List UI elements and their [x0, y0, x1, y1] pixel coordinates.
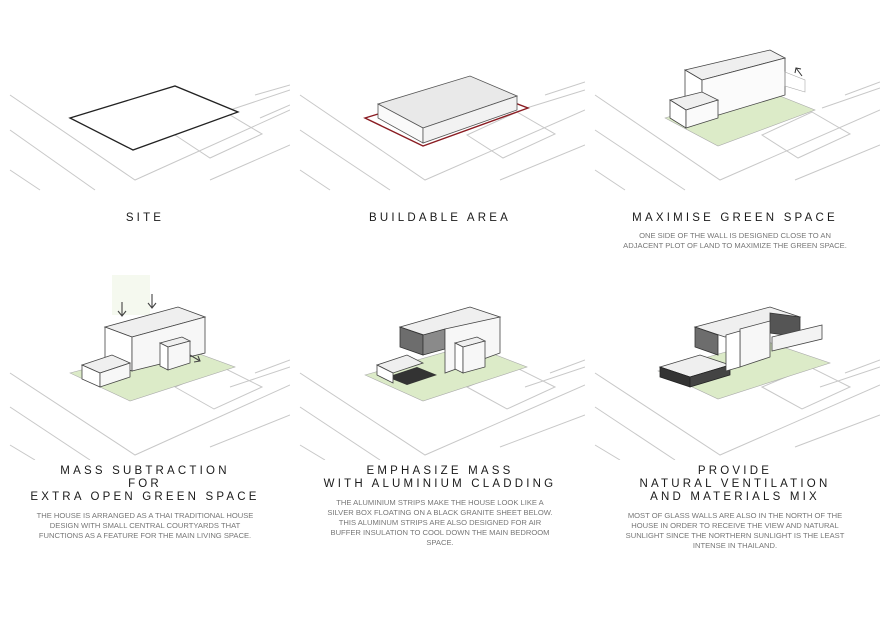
panel-natural-ventilation: PROVIDE NATURAL VENTILATION AND MATERIAL…	[590, 275, 880, 565]
panel-buildable-area: BUILDABLE AREA	[295, 0, 585, 260]
down-arrow-icon	[147, 294, 157, 309]
panel-title: SITE	[125, 212, 165, 224]
emphasize-mass-diagram	[299, 306, 585, 460]
panel-title: EMPHASIZE MASS WITH ALUMINIUM CLADDING	[323, 465, 557, 490]
panel-description: THE ALUMINIUM STRIPS MAKE THE HOUSE LOOK…	[327, 498, 553, 547]
site-outline	[68, 85, 240, 151]
panel-title: BUILDABLE AREA	[369, 212, 511, 224]
panel-description: MOST OF GLASS WALLS ARE ALSO IN THE NORT…	[625, 511, 845, 550]
panel-site: SITE	[0, 0, 290, 260]
panel-mass-subtraction: MASS SUBTRACTION FOR EXTRA OPEN GREEN SP…	[0, 275, 290, 565]
panel-description: THE HOUSE IS ARRANGED AS A THAI TRADITIO…	[36, 511, 254, 540]
buildable-diagram	[299, 75, 585, 191]
down-arrow-icon	[189, 354, 201, 363]
up-arrow-icon	[794, 67, 803, 77]
panel-maximise-green-space: MAXIMISE GREEN SPACE ONE SIDE OF THE WAL…	[590, 0, 880, 260]
panel-title: MASS SUBTRACTION FOR EXTRA OPEN GREEN SP…	[30, 465, 260, 503]
down-arrow-icon	[117, 302, 127, 317]
site-diagram	[9, 84, 290, 191]
natural-ventilation-diagram	[594, 306, 880, 460]
panel-title: PROVIDE NATURAL VENTILATION AND MATERIAL…	[639, 465, 831, 503]
mass-subtraction-diagram	[9, 275, 290, 460]
panel-emphasize-mass: EMPHASIZE MASS WITH ALUMINIUM CLADDING T…	[295, 275, 585, 565]
panel-description: ONE SIDE OF THE WALL IS DESIGNED CLOSE T…	[623, 231, 847, 250]
panel-title: MAXIMISE GREEN SPACE	[632, 212, 838, 224]
green-space-diagram	[594, 49, 880, 191]
